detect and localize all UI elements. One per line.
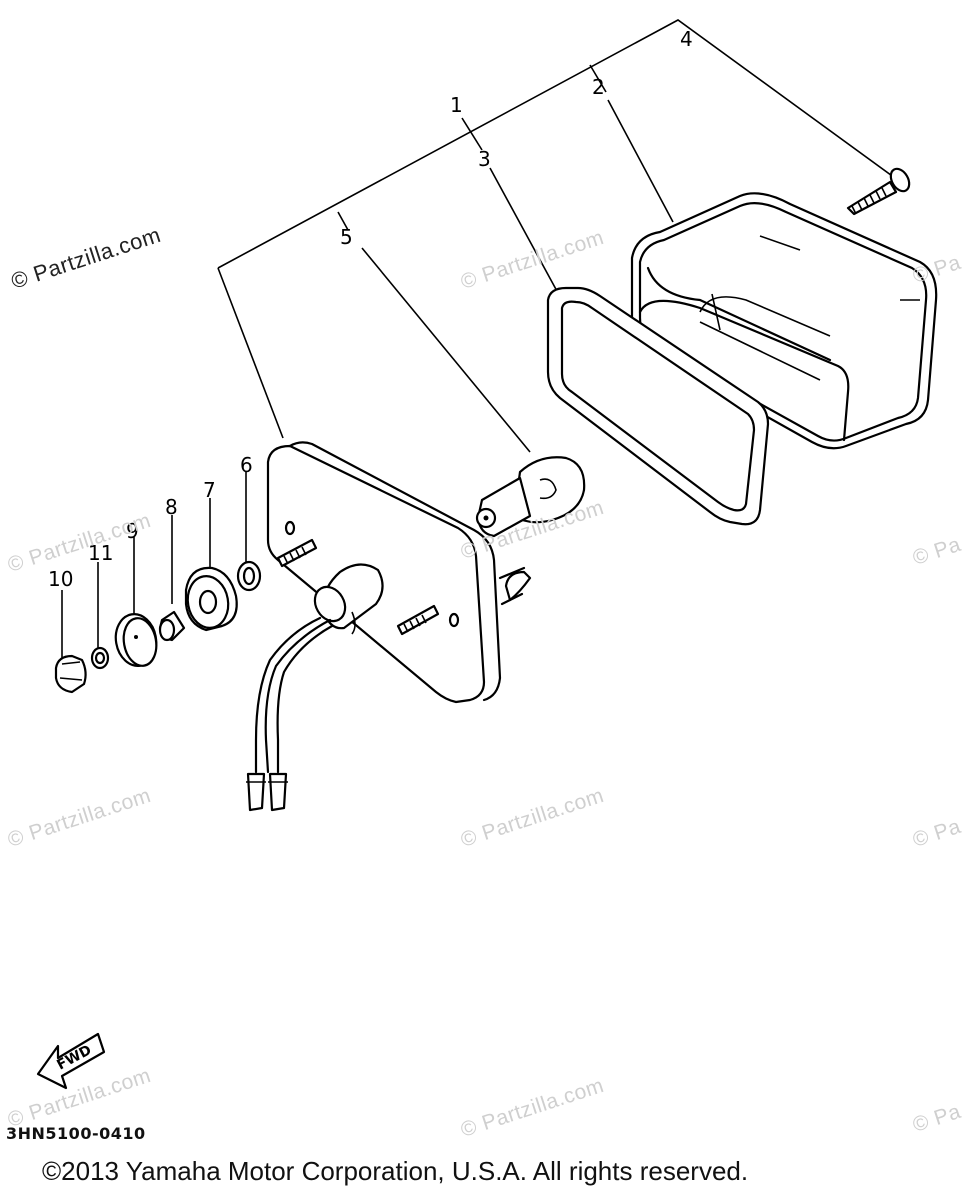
callout-1: 1 [450,93,463,117]
base-plate [246,441,532,812]
leader-lines [61,19,896,660]
washer-11 [90,646,110,670]
gasket [546,286,770,526]
hardware-parts [54,560,262,694]
callout-numbers: 1 2 3 4 5 6 7 8 9 10 11 [48,27,693,591]
washer-6 [236,560,262,592]
copyright-notice: ©2013 Yamaha Motor Corporation, U.S.A. A… [42,1156,749,1186]
callout-8: 8 [165,495,178,519]
callout-3: 3 [478,147,491,171]
callout-7: 7 [203,478,216,502]
callout-10: 10 [48,567,73,591]
callout-11: 11 [88,541,113,565]
callout-2: 2 [592,75,605,99]
callout-5: 5 [340,225,353,249]
diagram-code: 3HN5100-0410 [6,1124,146,1143]
bulb [475,456,586,538]
lens-screw [846,167,911,216]
callout-6: 6 [240,453,253,477]
lens-housing [630,192,938,450]
callout-9: 9 [126,519,139,543]
callout-4: 4 [680,27,693,51]
nut-10 [54,654,87,694]
